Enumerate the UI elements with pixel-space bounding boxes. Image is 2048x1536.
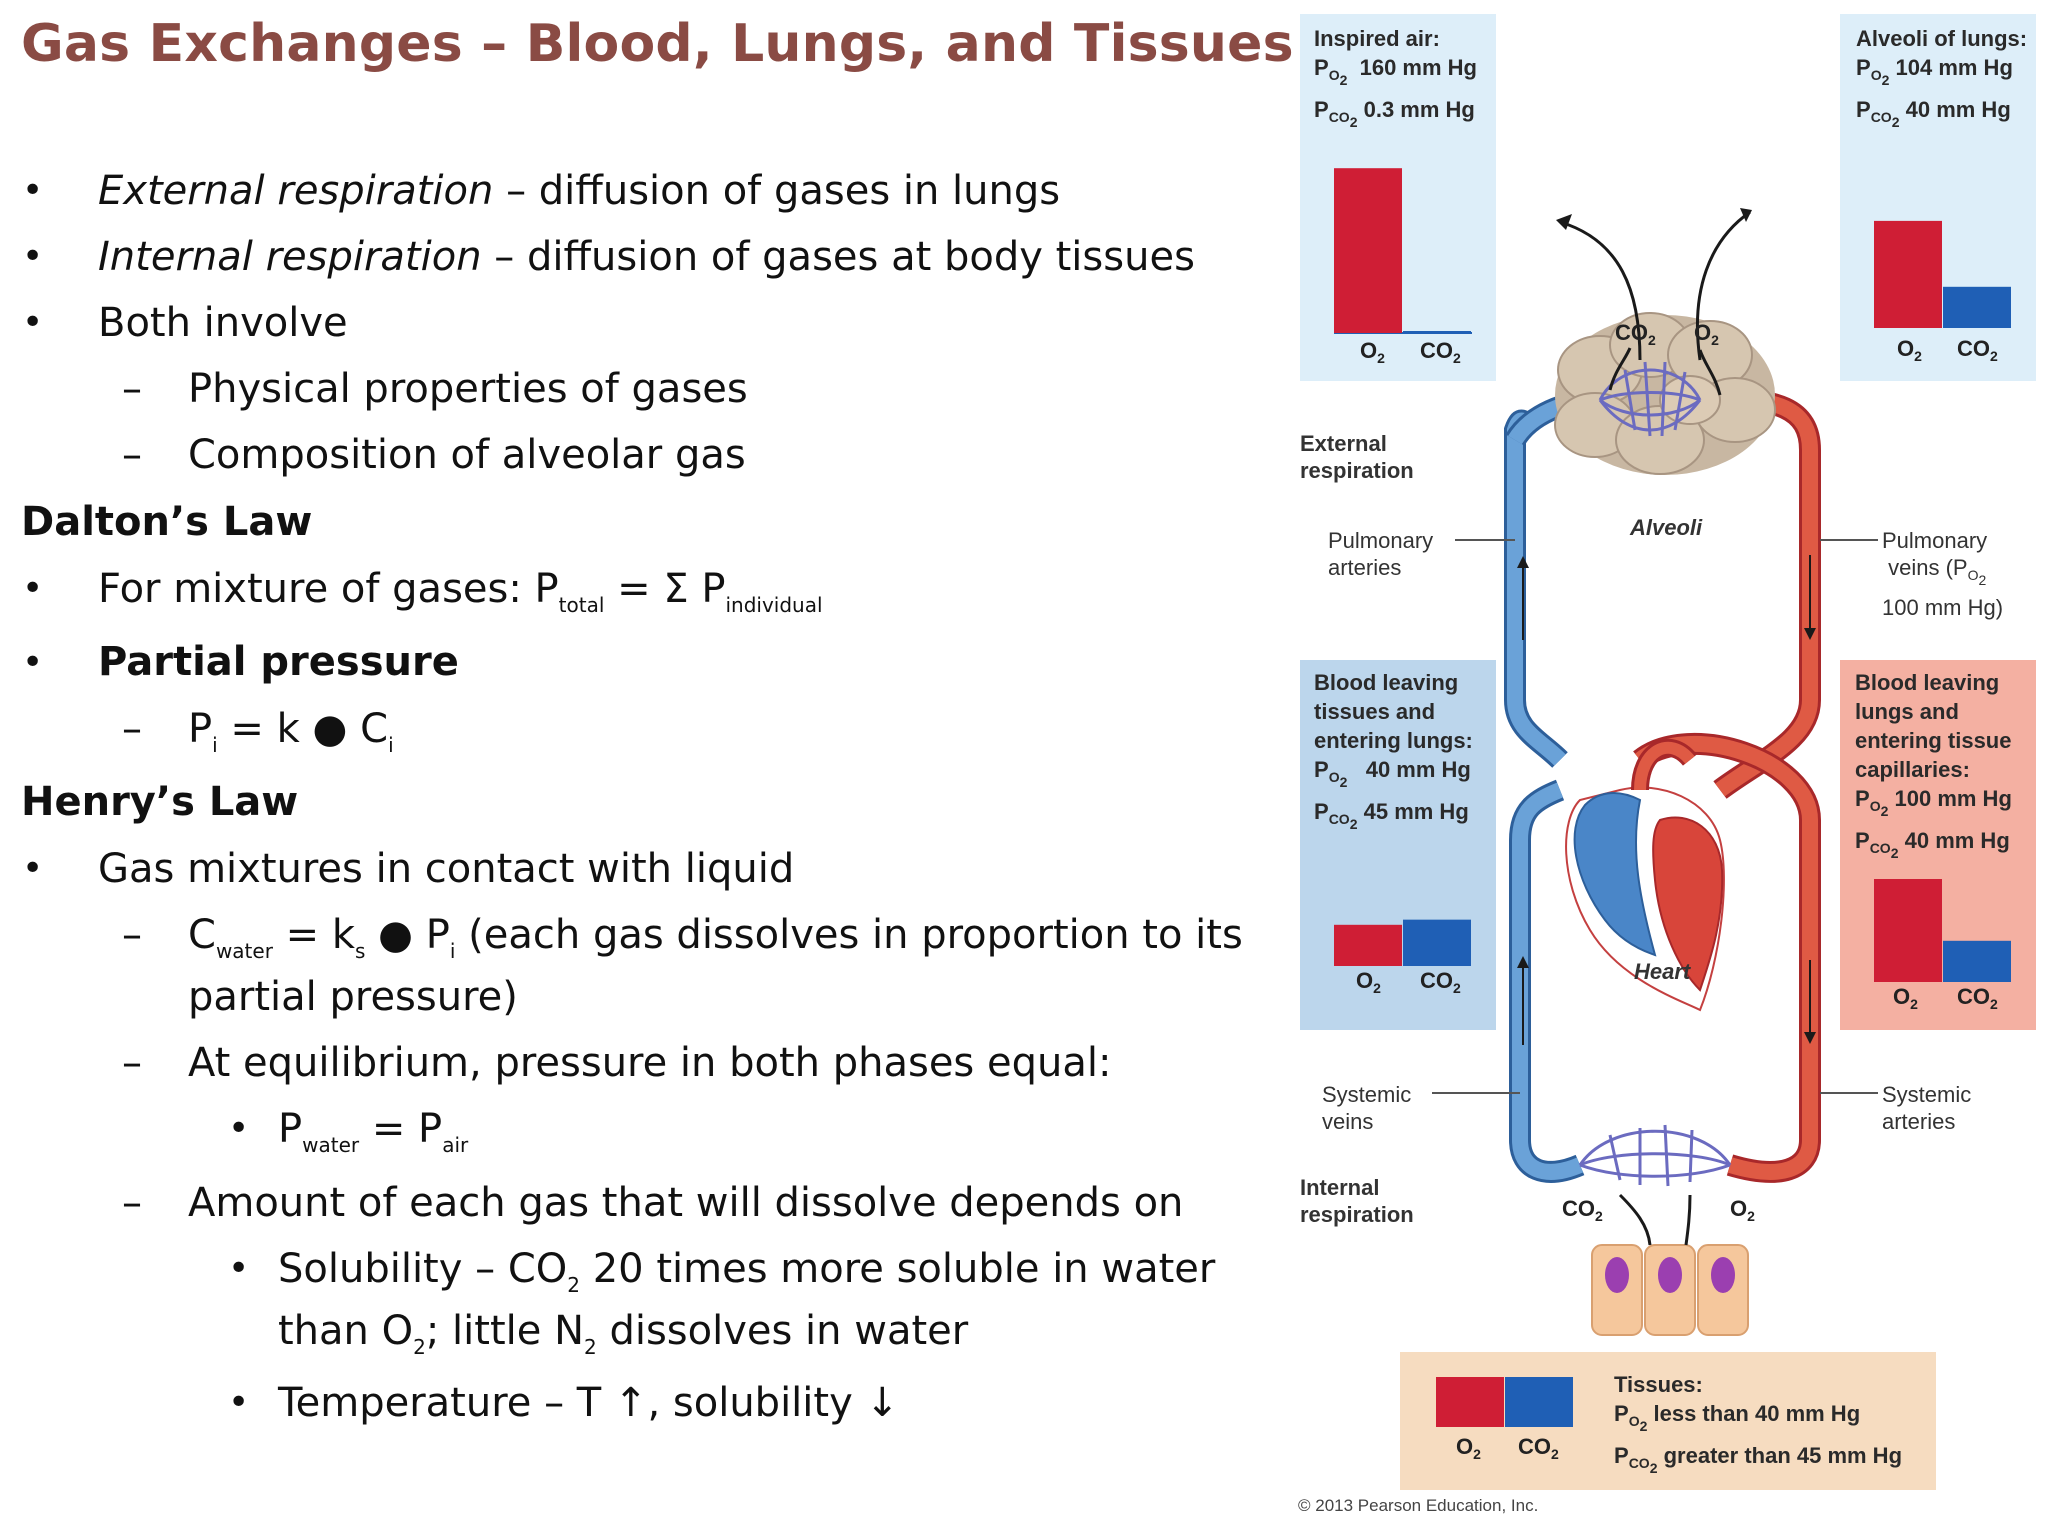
bullet-dot: • (228, 1248, 250, 1289)
o2-label: O2 (1456, 1434, 1481, 1462)
tissue-cells (1591, 1244, 1749, 1336)
dash: – (122, 366, 142, 412)
arrowhead (1556, 214, 1572, 230)
inspired-o2-bar (1334, 168, 1402, 333)
solubility-line: Solubility – CO2 20 times more soluble i… (278, 1246, 1216, 1297)
alveoli-label: Alveoli (1630, 515, 1703, 540)
o2-label: O2 (1893, 984, 1918, 1012)
leaving_tissues-co2-bar (1403, 919, 1471, 966)
bullet-dot: • (22, 236, 44, 277)
dash: – (122, 1180, 142, 1226)
henry-formula: Cwater = ks ● Pi (each gas dissolves in … (188, 912, 1243, 963)
tissues-text: Tissues: PO2 less than 40 mm Hg PCO2 gre… (1614, 1372, 1903, 1476)
bullet-both-involve: Both involve (98, 300, 348, 346)
alveoli_box-o2-bar (1874, 220, 1942, 328)
panel-leaving-tissues (1300, 660, 1496, 1030)
equilibrium-formula: Pwater = Pair (278, 1106, 469, 1157)
o2-label: O2 (1694, 320, 1719, 348)
co2-label: CO2 (1518, 1434, 1559, 1462)
henry-gas-mixtures: Gas mixtures in contact with liquid (98, 846, 795, 892)
dash: – (122, 706, 142, 752)
lung-capillary-net (1598, 361, 1702, 437)
temperature-line: Temperature – T ↑, solubility ↓ (278, 1380, 899, 1426)
partial-pressure-heading: Partial pressure (98, 639, 459, 685)
heading-henrys-law: Henry’s Law (21, 779, 299, 825)
co2-label: CO2 (1562, 1196, 1603, 1224)
bullet-dot: • (228, 1382, 250, 1423)
heading-daltons-law: Dalton’s Law (21, 499, 313, 545)
dalton-formula: For mixture of gases: Ptotal = Σ Pindivi… (98, 566, 823, 617)
heart-illustration (1565, 738, 1725, 1012)
sub-bullet-composition: Composition of alveolar gas (188, 432, 746, 478)
leaving_lungs-co2-bar (1943, 940, 2011, 982)
o2-label: O2 (1360, 338, 1385, 366)
tissues-co2-bar (1505, 1377, 1573, 1427)
dash: – (122, 1040, 142, 1086)
co2-label: CO2 (1615, 320, 1656, 348)
henry-amount: Amount of each gas that will dissolve de… (188, 1180, 1184, 1226)
tissues-o2-bar (1436, 1377, 1504, 1427)
inspired-co2-bar (1403, 331, 1471, 333)
o2-label: O2 (1730, 1196, 1755, 1224)
arrowhead (1740, 208, 1752, 222)
copyright: © 2013 Pearson Education, Inc. (1298, 1496, 1539, 1515)
leaving-tissues-text: Blood leaving tissues and entering lungs… (1314, 670, 1473, 832)
o2-label: O2 (1897, 336, 1922, 364)
co2-label: CO2 (1420, 338, 1461, 366)
flow-arrows (1522, 555, 1811, 1045)
bullet-dot: • (22, 302, 44, 343)
leader-lines (1432, 539, 1878, 1094)
dash: – (122, 912, 142, 958)
bullet-dot: • (228, 1108, 250, 1149)
henry-equilibrium: At equilibrium, pressure in both phases … (188, 1040, 1112, 1086)
dash: – (122, 432, 142, 478)
co2-label: CO2 (1957, 336, 1998, 364)
page-title: Gas Exchanges – Blood, Lungs, and Tissue… (21, 14, 1294, 74)
bullet-external-respiration: External respiration – diffusion of gase… (98, 168, 1061, 214)
lung-gas-arrows (1559, 210, 1751, 396)
bullet-dot: • (22, 848, 44, 889)
solubility-line-cont: than O2; little N2 dissolves in water (278, 1308, 969, 1359)
inspired-air-text: Inspired air: PO2 160 mm Hg PCO2 0.3 mm … (1314, 26, 1477, 130)
bullet-dot: • (22, 568, 44, 609)
co2-label: CO2 (1957, 984, 1998, 1012)
co2-label: CO2 (1420, 968, 1461, 996)
henry-formula-cont: partial pressure) (188, 974, 518, 1020)
tissue-capillary-net (1578, 1124, 1732, 1187)
bullet-dot: • (22, 170, 44, 211)
alveoli-cluster (1554, 312, 1776, 475)
bullet-dot: • (22, 642, 44, 683)
sub-bullet-physical-properties: Physical properties of gases (188, 366, 748, 412)
leaving_tissues-o2-bar (1334, 924, 1402, 966)
leaving-lungs-text: Blood leaving lungs and entering tissue … (1855, 670, 2012, 861)
o2-label: O2 (1356, 968, 1381, 996)
alveoli_box-co2-bar (1943, 286, 2011, 328)
alveoli-text: Alveoli of lungs: PO2 104 mm Hg PCO2 40 … (1856, 26, 2028, 130)
bullet-internal-respiration: Internal respiration – diffusion of gase… (98, 234, 1195, 280)
partial-pressure-formula: Pi = k ● Ci (188, 706, 394, 757)
leaving_lungs-o2-bar (1874, 879, 1942, 982)
tissue-gas-arrows (1618, 1193, 1692, 1246)
heart-label: Heart (1634, 959, 1691, 984)
